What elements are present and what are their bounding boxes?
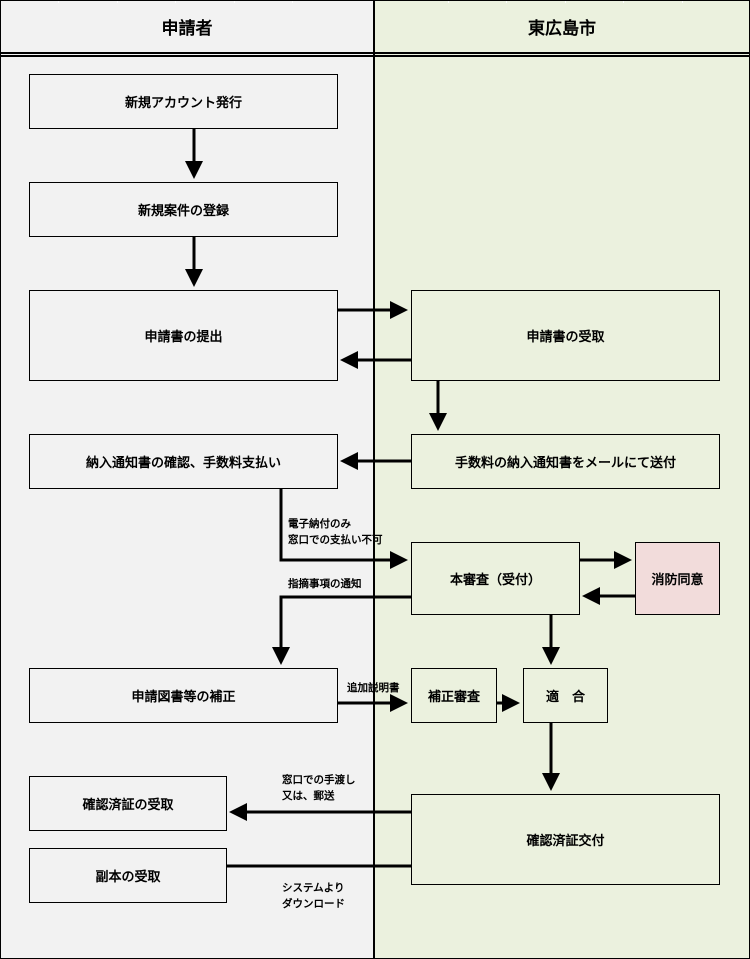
step-issue-certificate: 確認済証交付 — [411, 794, 720, 885]
note-download-line1: システムより — [282, 882, 345, 894]
note-delivery-line2: 又は、郵送 — [282, 790, 335, 802]
step-new-account: 新規アカウント発行 — [29, 74, 338, 129]
step-receive-certificate: 確認済証の受取 — [29, 776, 227, 831]
header-divider-top — [0, 52, 750, 54]
note-issue-notice: 指摘事項の通知 — [288, 578, 362, 590]
note-delivery-line1: 窓口での手渡し — [282, 774, 356, 786]
applicant-lane-header: 申請者 — [161, 18, 213, 39]
header-tick — [623, 0, 624, 3]
arrow-payment-to-main-review — [279, 488, 408, 569]
header-tick — [175, 0, 176, 3]
note-payment-line2: 窓口での支払い不可 — [288, 534, 383, 546]
step-main-review: 本審査（受付） — [411, 542, 580, 615]
header-tick — [565, 0, 566, 3]
header-tick — [682, 0, 683, 3]
header-divider-bottom — [0, 55, 750, 57]
note-additional-doc: 追加説明書 — [347, 682, 400, 694]
city-lane-header: 東広島市 — [528, 18, 596, 39]
step-confirm-payment: 納入通知書の確認、手数料支払い — [29, 434, 338, 489]
header-tick — [506, 0, 507, 3]
step-receive-copy: 副本の受取 — [29, 848, 227, 903]
header-tick — [292, 0, 293, 3]
header-tick — [58, 0, 59, 3]
note-payment: 電子納付のみ 窓口での支払い不可 — [288, 516, 383, 548]
note-payment-line1: 電子納付のみ — [288, 518, 351, 530]
lane-divider — [373, 0, 375, 959]
step-revision-review: 補正審査 — [411, 668, 497, 723]
step-fire-consent: 消防同意 — [635, 542, 720, 615]
header-tick — [448, 0, 449, 3]
note-download-line2: ダウンロード — [282, 898, 345, 910]
step-new-case: 新規案件の登録 — [29, 182, 338, 237]
step-compliance: 適 合 — [523, 668, 608, 723]
note-delivery: 窓口での手渡し 又は、郵送 — [282, 772, 356, 804]
step-submit-application: 申請書の提出 — [29, 290, 338, 381]
header-tick — [117, 0, 118, 3]
header-tick — [234, 0, 235, 3]
step-revise-documents: 申請図書等の補正 — [29, 668, 338, 723]
step-send-fee-notice: 手数料の納入通知書をメールにて送付 — [411, 434, 720, 489]
step-receive-application: 申請書の受取 — [411, 290, 720, 381]
note-download: システムより ダウンロード — [282, 880, 345, 912]
arrow-main-review-to-revision — [272, 595, 411, 665]
